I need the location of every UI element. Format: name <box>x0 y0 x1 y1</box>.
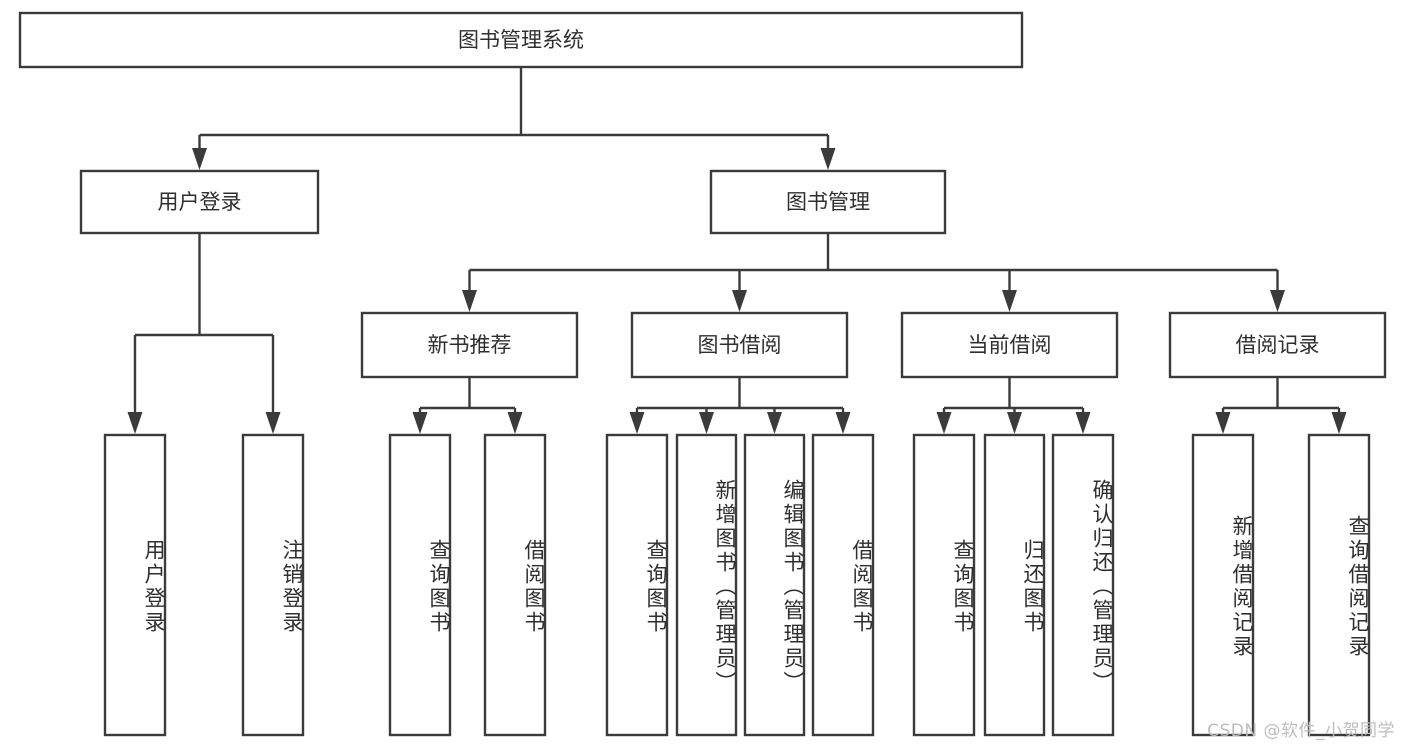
arrow-to-user_login <box>192 148 207 170</box>
node-new_book-label: 新书推荐 <box>428 333 512 357</box>
node-borrow_record[interactable] <box>1168 311 1387 379</box>
node-box-layer <box>18 11 1387 737</box>
arrow-to-leaf <box>1331 412 1347 434</box>
node-book_manage[interactable] <box>709 169 947 235</box>
arrow-to-borrow_record <box>1270 290 1285 312</box>
leaf-box[interactable] <box>483 433 547 737</box>
node-new_book[interactable] <box>360 311 579 379</box>
node-root[interactable] <box>18 11 1024 69</box>
arrow-to-leaf <box>265 412 281 434</box>
leaf-box[interactable] <box>1307 433 1371 737</box>
node-current_borrow-label: 当前借阅 <box>968 333 1052 357</box>
connector-layer <box>127 67 1347 434</box>
arrow-to-leaf <box>936 412 952 434</box>
node-book_borrow-label: 图书借阅 <box>698 333 782 357</box>
arrow-to-new_book <box>462 290 477 312</box>
leaf-box[interactable] <box>605 433 669 737</box>
node-current_borrow[interactable] <box>900 311 1119 379</box>
arrow-to-leaf <box>1215 412 1231 434</box>
leaf-box[interactable] <box>1051 433 1115 737</box>
arrow-to-leaf <box>507 412 523 434</box>
leaf-box[interactable] <box>811 433 875 737</box>
leaf-box[interactable] <box>675 433 738 737</box>
node-root-label: 图书管理系统 <box>458 28 584 52</box>
leaf-box[interactable] <box>743 433 806 737</box>
arrow-to-leaf <box>767 412 782 434</box>
arrow-to-leaf <box>835 412 851 434</box>
node-user_login-label: 用户登录 <box>158 190 242 214</box>
leaf-box[interactable] <box>103 433 167 737</box>
arrow-to-leaf <box>127 412 143 434</box>
arrow-to-book_manage <box>820 148 836 170</box>
leaf-box[interactable] <box>1191 433 1255 737</box>
leaf-box[interactable] <box>388 433 452 737</box>
arrow-to-leaf <box>412 412 428 434</box>
arrow-to-leaf <box>1075 412 1091 434</box>
arrow-to-current_borrow <box>1002 290 1017 312</box>
leaf-box[interactable] <box>241 433 305 737</box>
arrow-to-leaf <box>699 412 714 434</box>
leaf-box[interactable] <box>912 433 976 737</box>
watermark-text: CSDN @软件_小贺同学 <box>1207 721 1395 741</box>
leaf-box[interactable] <box>983 433 1046 737</box>
arrow-to-leaf <box>1007 412 1022 434</box>
node-book_manage-label: 图书管理 <box>786 190 870 214</box>
node-borrow_record-label: 借阅记录 <box>1236 333 1320 357</box>
arrow-to-book_borrow <box>732 290 747 312</box>
node-book_borrow[interactable] <box>630 311 849 379</box>
node-user_login[interactable] <box>79 169 320 235</box>
arrow-to-leaf <box>629 412 645 434</box>
